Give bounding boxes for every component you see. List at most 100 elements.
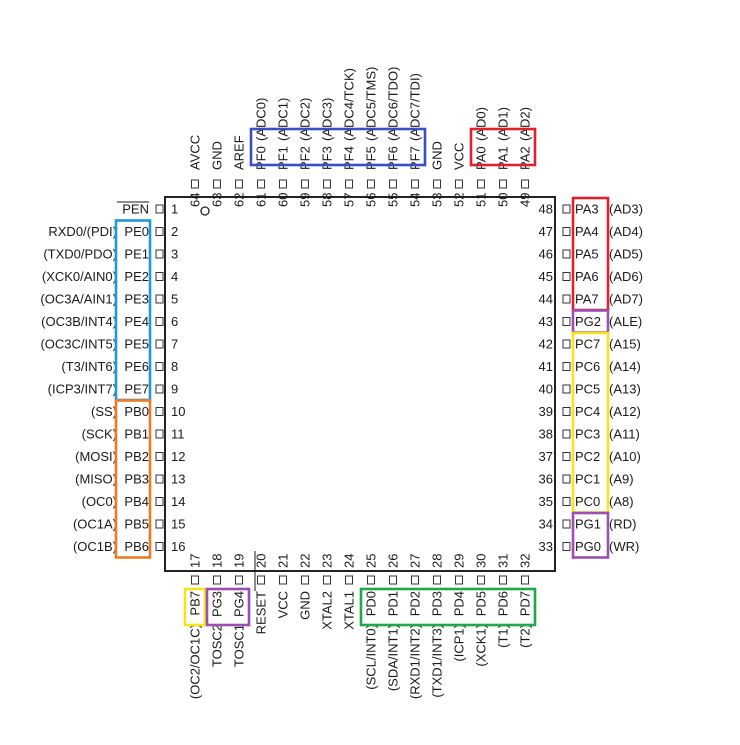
pin-box-6	[155, 317, 164, 326]
pin-alt-pa6: (AD6)	[609, 269, 643, 284]
pin-number-9: 9	[171, 382, 178, 397]
pin-name-pe5: PE5	[124, 337, 149, 352]
pin-number-13: 13	[171, 472, 185, 487]
pin-number-45: 45	[539, 269, 553, 284]
pin-alt-pe7: (ICP3/INT7)	[48, 382, 117, 397]
pin-number-58: 58	[320, 193, 335, 207]
pin-name-pa6: PA6	[575, 269, 599, 284]
pin-box-1	[155, 204, 164, 214]
pin-name-vcc: VCC	[276, 591, 291, 618]
pin-alt-pf6: (ADC6/TDO)	[386, 67, 401, 141]
pin-box-47	[562, 227, 571, 236]
pin-alt-pb3: (MISO)	[75, 472, 117, 487]
pin-name-pe6: PE6	[124, 359, 149, 374]
pin-box-40	[562, 384, 571, 394]
pin-alt-pe0: RXD0/(PDI)	[48, 224, 117, 239]
pin-number-50: 50	[496, 193, 511, 207]
pin-box-17	[191, 575, 199, 585]
pin-number-7: 7	[171, 337, 178, 352]
pin-number-5: 5	[171, 292, 178, 307]
pin-number-35: 35	[539, 494, 553, 509]
pin-name-pb5: PB5	[124, 517, 149, 532]
pin-alt-pb0: (SS)	[91, 404, 117, 419]
pin-box-58	[323, 179, 331, 189]
pin-number-21: 21	[276, 554, 291, 568]
pin-alt-pd2: (RXD1/INT2)	[408, 624, 423, 699]
chip-body	[164, 196, 556, 572]
pin-name-pd0: PD0	[364, 591, 379, 616]
pin-number-2: 2	[171, 224, 178, 239]
pin-box-27	[411, 575, 419, 585]
pin-name-pf2: PF2	[298, 146, 313, 170]
pin-box-48	[562, 204, 571, 214]
pin-box-22	[301, 575, 309, 585]
pin-number-8: 8	[171, 359, 178, 374]
pin-box-49	[521, 179, 529, 189]
pin-box-24	[345, 575, 353, 585]
pin-number-33: 33	[539, 539, 553, 554]
group-outline-pd	[359, 587, 537, 627]
pin-box-32	[521, 575, 529, 585]
pin-number-54: 54	[408, 193, 423, 207]
pin-name-pe2: PE2	[124, 269, 149, 284]
pin-alt-pf0: (ADC0)	[254, 98, 269, 141]
pin-name-pa4: PA4	[575, 224, 599, 239]
pin-alt-pb2: (MOSI)	[75, 449, 117, 464]
pin-box-37	[562, 452, 571, 461]
pin-box-38	[562, 429, 571, 439]
pin-box-33	[562, 542, 571, 551]
pin-name-xtal1: XTAL1	[342, 591, 357, 630]
pin-alt-pg1: (RD)	[609, 517, 636, 532]
pin-box-42	[562, 339, 571, 349]
pin-box-29	[455, 575, 463, 585]
pin-alt-pd1: (SDA/INT1)	[386, 624, 401, 691]
pin-name-pf4: PF4	[342, 146, 357, 170]
pin-number-43: 43	[539, 314, 553, 329]
pin-name-reset: RESET	[254, 591, 269, 634]
pin-number-62: 62	[232, 193, 247, 207]
pin-name-pd7: PD7	[518, 591, 533, 616]
pin-box-21	[279, 575, 287, 585]
pin-alt-pa0: (AD0)	[474, 107, 489, 141]
pin-alt-pc7: (A15)	[609, 337, 641, 352]
pin-number-26: 26	[386, 554, 401, 568]
pin-name-pe1: PE1	[124, 247, 149, 262]
pin-alt-pa3: (AD3)	[609, 202, 643, 217]
pin-box-60	[279, 179, 287, 189]
pin-number-41: 41	[539, 359, 553, 374]
pin-alt-pd4: (ICP1)	[452, 624, 467, 662]
pin-name-pb0: PB0	[124, 404, 149, 419]
pin-name-pf6: PF6	[386, 146, 401, 170]
pin-name-pf7: PF7	[408, 146, 423, 170]
pin-box-51	[477, 179, 485, 189]
pin-number-6: 6	[171, 314, 178, 329]
pin-name-pf5: PF5	[364, 146, 379, 170]
pin-box-46	[562, 249, 571, 259]
pin-box-34	[562, 519, 571, 529]
pin-alt-pa7: (AD7)	[609, 292, 643, 307]
pin-alt-pg4: TOSC1	[232, 624, 247, 667]
pin-number-42: 42	[539, 337, 553, 352]
pin-name-pf1: PF1	[276, 146, 291, 170]
pin-number-63: 63	[210, 193, 225, 207]
pin-box-3	[155, 249, 164, 259]
pin-alt-pa4: (AD4)	[609, 224, 643, 239]
pin-box-35	[562, 497, 571, 506]
pin-number-14: 14	[171, 494, 185, 509]
pin-number-15: 15	[171, 517, 185, 532]
pin-number-38: 38	[539, 427, 553, 442]
pin-box-43	[562, 317, 571, 326]
pin-number-27: 27	[408, 554, 423, 568]
pin-alt-pc3: (A11)	[609, 427, 640, 442]
pin-box-15	[155, 519, 164, 529]
pin-box-50	[499, 179, 507, 189]
pin-name-pd1: PD1	[386, 591, 401, 616]
pin-alt-pe5: (OC3C/INT5)	[40, 337, 117, 352]
pin-box-13	[155, 474, 164, 484]
pin-number-47: 47	[539, 224, 553, 239]
pin-number-10: 10	[171, 404, 185, 419]
pin-name-pd6: PD6	[496, 591, 511, 616]
pin-alt-pd3: (TXD1/INT3)	[430, 624, 445, 698]
pin-number-36: 36	[539, 472, 553, 487]
